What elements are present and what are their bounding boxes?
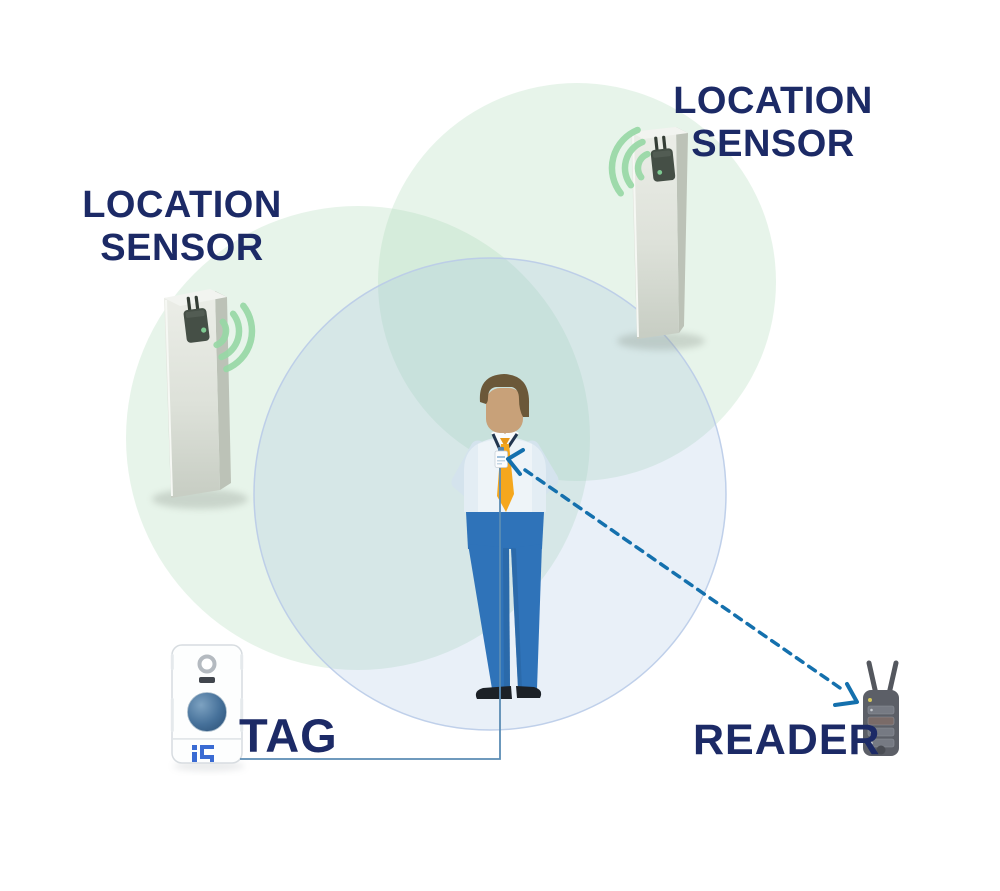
arrowhead-to-reader: [833, 682, 859, 707]
reader-antenna-right: [886, 660, 899, 697]
tag-notch: [240, 654, 244, 670]
reader-led: [868, 698, 872, 702]
tag-speaker-slot: [199, 677, 215, 683]
pillar-right-highlight: [632, 133, 639, 338]
pillar-right-side-face: [676, 127, 688, 333]
tag-device: [170, 644, 245, 771]
pillar-right-top-face: [631, 127, 688, 139]
person-shoe-left: [475, 686, 512, 699]
person-shoe-right: [516, 686, 542, 698]
person-leg-shade: [503, 548, 510, 689]
reader-slots: [867, 705, 895, 748]
person-hair: [479, 374, 530, 417]
location-sensor-right-line2: SENSOR: [691, 123, 855, 165]
tag-notch: [240, 698, 244, 732]
pillar-left-front-face: [164, 291, 220, 498]
person-face: [486, 388, 523, 433]
dashed-arrow-line: [523, 468, 845, 692]
location-sensor-right-label: LOCATION SENSOR: [630, 80, 916, 166]
reader-device: [863, 660, 899, 756]
reader-antenna-left: [866, 660, 879, 697]
reader-bottom-button[interactable]: [876, 745, 886, 755]
tag-notch: [170, 698, 174, 732]
wifi-signal-left-icon: [213, 302, 256, 373]
location-sensor-left-line1: LOCATION: [82, 184, 282, 226]
location-sensor-left-label: LOCATION SENSOR: [39, 184, 325, 270]
tag-connector-line: [240, 468, 501, 760]
pillar-left-highlight: [165, 299, 173, 497]
tag-divider: [173, 738, 241, 740]
tag-label: TAG: [239, 709, 338, 762]
location-sensor-pillar-left: [152, 289, 256, 509]
wifi-signal-right-icon: [608, 126, 651, 197]
person-tie-knot: [500, 438, 510, 447]
person-pants-hip: [466, 512, 544, 549]
arrowhead-to-badge: [506, 448, 525, 476]
tag-call-button[interactable]: [187, 692, 227, 732]
badge-tag-on-person: [494, 447, 508, 468]
location-sensor-right-line1: LOCATION: [673, 80, 873, 122]
tag-ring-hole: [197, 654, 217, 674]
location-sensor-pillar-right: [608, 126, 705, 350]
tag-notch: [170, 654, 174, 670]
sensor-device-right: [650, 135, 676, 182]
tag-brand-logo: [192, 745, 214, 762]
sensor-device-left: [183, 295, 210, 343]
person-leg-shade: [511, 548, 522, 689]
dashed-signal-arrow: [506, 448, 859, 707]
reader-label: READER: [693, 716, 881, 764]
location-sensor-left-line2: SENSOR: [100, 227, 264, 269]
